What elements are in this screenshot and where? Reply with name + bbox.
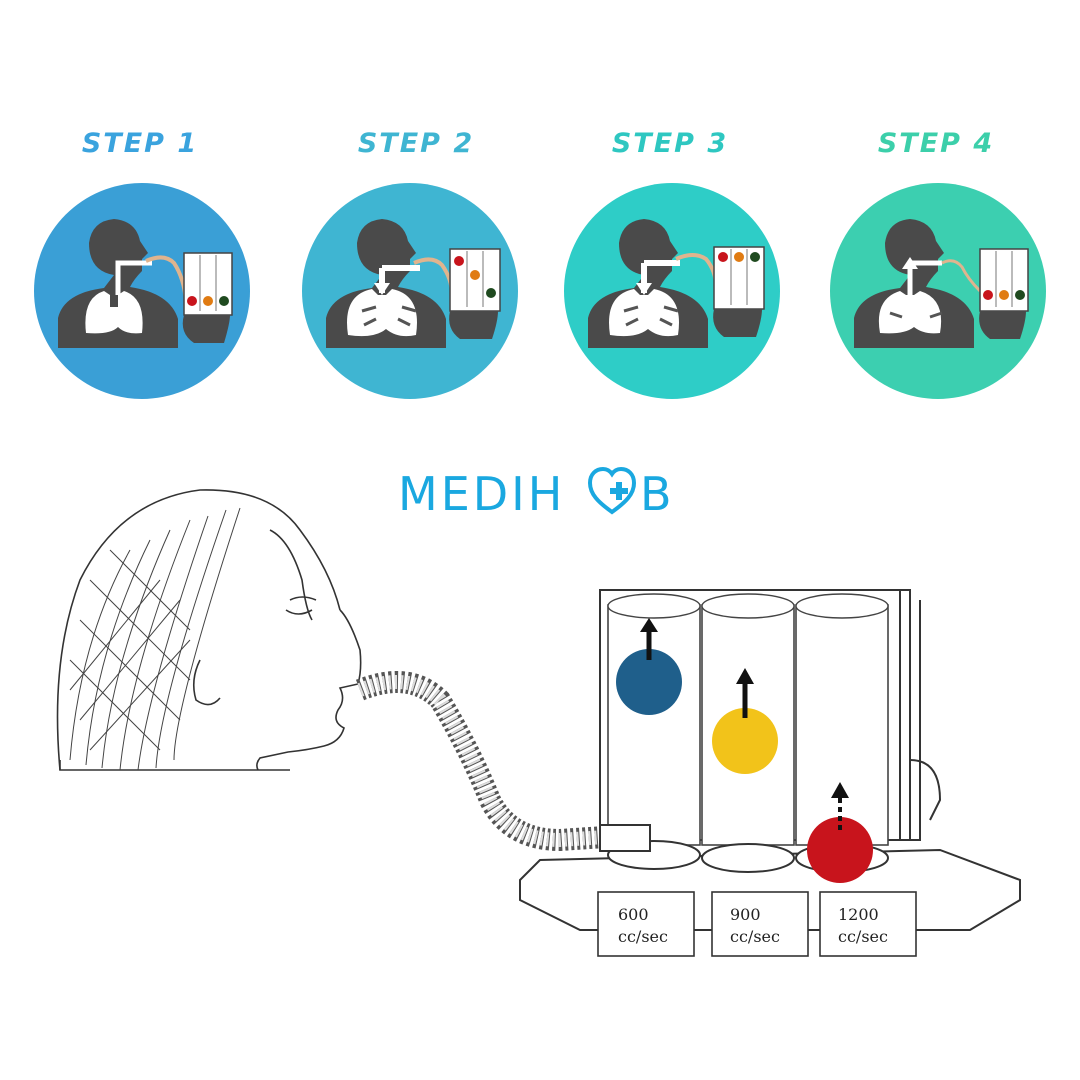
- woman-sketch: [56, 489, 362, 771]
- step-4-label: STEP 4: [877, 128, 995, 159]
- step-2-illustration: [326, 219, 501, 348]
- step-4-illustration: [854, 219, 1029, 348]
- svg-text:cc/sec: cc/sec: [838, 927, 888, 946]
- volume-label-600: 600 cc/sec: [597, 891, 695, 957]
- step-1-circle: [34, 183, 250, 399]
- step-3-circle: [564, 183, 780, 399]
- svg-text:cc/sec: cc/sec: [618, 927, 668, 946]
- step-3-label: STEP 3: [611, 128, 729, 159]
- medihub-logo: MEDIH B: [398, 466, 675, 521]
- spirometer-illustration: 600 cc/sec 900 cc/sec 1200 cc/sec: [56, 489, 1021, 957]
- svg-text:600: 600: [618, 905, 649, 924]
- svg-text:1200: 1200: [838, 905, 879, 924]
- steps-section: STEP 1 STEP 2: [0, 0, 1080, 420]
- step-4-circle: [830, 183, 1046, 399]
- step-2-label: STEP 2: [357, 128, 475, 159]
- ball-900: [712, 708, 778, 774]
- step-1-label: STEP 1: [81, 128, 199, 159]
- step-1-illustration: [58, 219, 233, 348]
- ball-1200: [807, 817, 873, 883]
- logo-text-left: MEDIH: [398, 467, 565, 521]
- svg-text:cc/sec: cc/sec: [730, 927, 780, 946]
- volume-label-900: 900 cc/sec: [711, 891, 809, 957]
- volume-label-1200: 1200 cc/sec: [819, 891, 917, 957]
- heart-cross-icon: [587, 466, 637, 515]
- breathing-tube: [355, 671, 621, 852]
- svg-text:900: 900: [730, 905, 761, 924]
- hair-strokes: [69, 507, 241, 771]
- step-3-illustration: [588, 219, 765, 348]
- ball-600: [616, 649, 682, 715]
- logo-text-right: B: [640, 467, 675, 521]
- step-2-circle: [302, 183, 518, 399]
